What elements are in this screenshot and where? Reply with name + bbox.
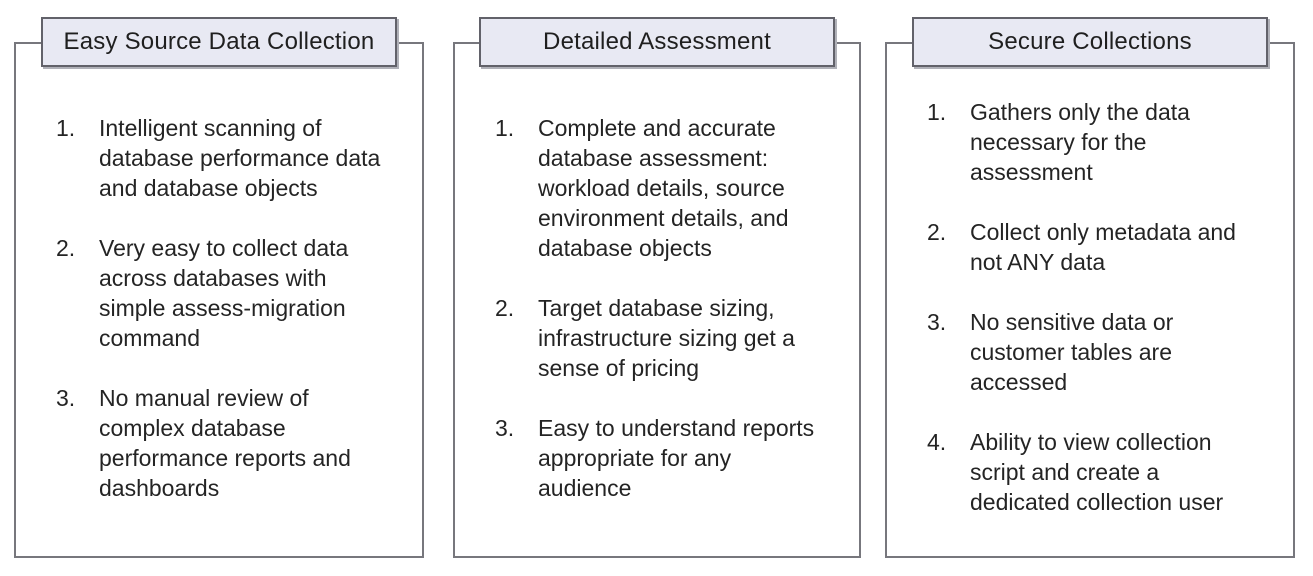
list-item: 2. Collect only metadata and not ANY dat…: [927, 217, 1285, 277]
card-detailed-assessment: Detailed Assessment 1. Complete and accu…: [453, 17, 861, 558]
list-item-number: 1.: [927, 99, 947, 125]
card-body: 1. Intelligent scanning of database perf…: [16, 44, 422, 503]
list-item: 1. Complete and accurate database assess…: [495, 113, 851, 263]
list-item-number: 2.: [56, 235, 76, 261]
list-item: 3. No manual review of complex database …: [56, 383, 414, 503]
list-item-number: 3.: [927, 309, 947, 335]
list-item: 3. Easy to understand reports appropriat…: [495, 413, 851, 503]
list-item: 1. Gathers only the data necessary for t…: [927, 97, 1285, 187]
card-title: Easy Source Data Collection: [63, 28, 375, 55]
list-item-number: 1.: [495, 115, 515, 141]
list-item-text: Ability to view collection script and cr…: [970, 429, 1224, 515]
list-item-number: 1.: [56, 115, 76, 141]
list-item-text: Intelligent scanning of database perform…: [99, 115, 381, 201]
list-item-number: 2.: [927, 219, 947, 245]
card-body: 1. Complete and accurate database assess…: [455, 44, 859, 503]
card-title-box: Secure Collections: [912, 17, 1268, 67]
list-item-number: 2.: [495, 295, 515, 321]
list-item-text: Target database sizing, infrastructure s…: [538, 295, 795, 381]
list-item-number: 4.: [927, 429, 947, 455]
list-item: 1. Intelligent scanning of database perf…: [56, 113, 414, 203]
card-title-box: Detailed Assessment: [479, 17, 835, 67]
list-item: 2. Target database sizing, infrastructur…: [495, 293, 851, 383]
list-item-number: 3.: [56, 385, 76, 411]
card-title: Detailed Assessment: [543, 28, 771, 55]
list-item: 3. No sensitive data or customer tables …: [927, 307, 1285, 397]
list-item-text: Very easy to collect data across databas…: [99, 235, 349, 351]
card-secure-collections: Secure Collections 1. Gathers only the d…: [885, 17, 1295, 558]
list-item: 2. Very easy to collect data across data…: [56, 233, 414, 353]
card-easy-source-data-collection: Easy Source Data Collection 1. Intellige…: [14, 17, 424, 558]
list-item-text: Gathers only the data necessary for the …: [970, 99, 1190, 185]
list-item-text: Easy to understand reports appropriate f…: [538, 415, 815, 501]
card-title-box: Easy Source Data Collection: [41, 17, 397, 67]
list-item-number: 3.: [495, 415, 515, 441]
card-title: Secure Collections: [988, 28, 1192, 55]
list-item-text: Collect only metadata and not ANY data: [970, 219, 1236, 275]
list-item-text: No sensitive data or customer tables are…: [970, 309, 1174, 395]
list-item-text: Complete and accurate database assessmen…: [538, 115, 789, 261]
card-body: 1. Gathers only the data necessary for t…: [887, 44, 1293, 517]
list-item: 4. Ability to view collection script and…: [927, 427, 1285, 517]
list-item-text: No manual review of complex database per…: [99, 385, 351, 501]
